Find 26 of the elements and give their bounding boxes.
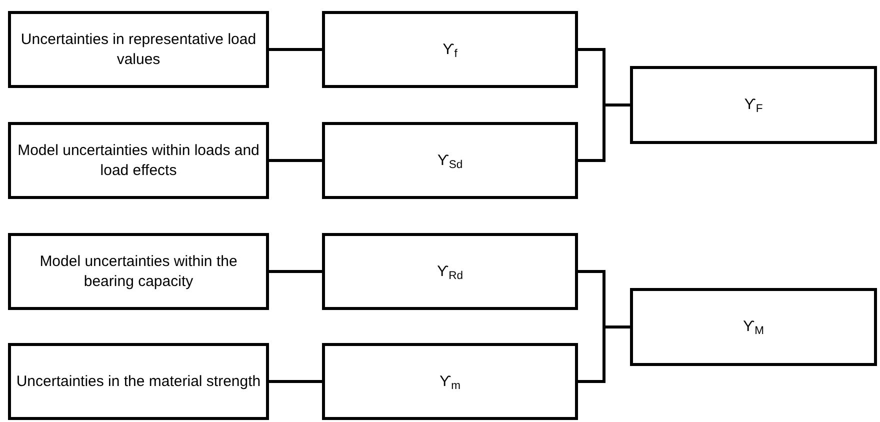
label-box — [630, 288, 877, 366]
box-text: Uncertainties in the material strength — [16, 372, 261, 392]
label-box — [322, 11, 578, 88]
box-text: ϒ$_{f}$ — [442, 40, 458, 60]
box-text: ϒ$_{m}$ — [440, 372, 460, 392]
box-text: Model uncertainties within the bearing capacity — [38, 252, 238, 291]
label-box — [322, 233, 578, 310]
label-box — [8, 122, 269, 199]
connector-line — [578, 104, 630, 162]
box-text: ϒ$_{F}$ — [744, 95, 763, 115]
label-box — [322, 343, 578, 420]
label-box — [630, 66, 877, 144]
connector-line — [269, 380, 322, 383]
box-text: ϒ$_{Sd}$ — [437, 150, 463, 170]
connector-line — [269, 159, 322, 162]
box-text: ϒ$_{Rd}$ — [437, 262, 463, 282]
box-text: Model uncertainties within loads and load effects — [16, 141, 260, 180]
connector-line — [269, 48, 322, 51]
connector-line — [269, 270, 322, 273]
label-box — [8, 233, 269, 310]
label-box — [8, 11, 269, 88]
connector-line — [578, 326, 630, 383]
box-text: ϒ$_{M}$ — [743, 317, 764, 337]
label-box — [8, 343, 269, 420]
label-box — [322, 122, 578, 199]
box-text: Uncertainties in representative load values — [20, 30, 258, 69]
